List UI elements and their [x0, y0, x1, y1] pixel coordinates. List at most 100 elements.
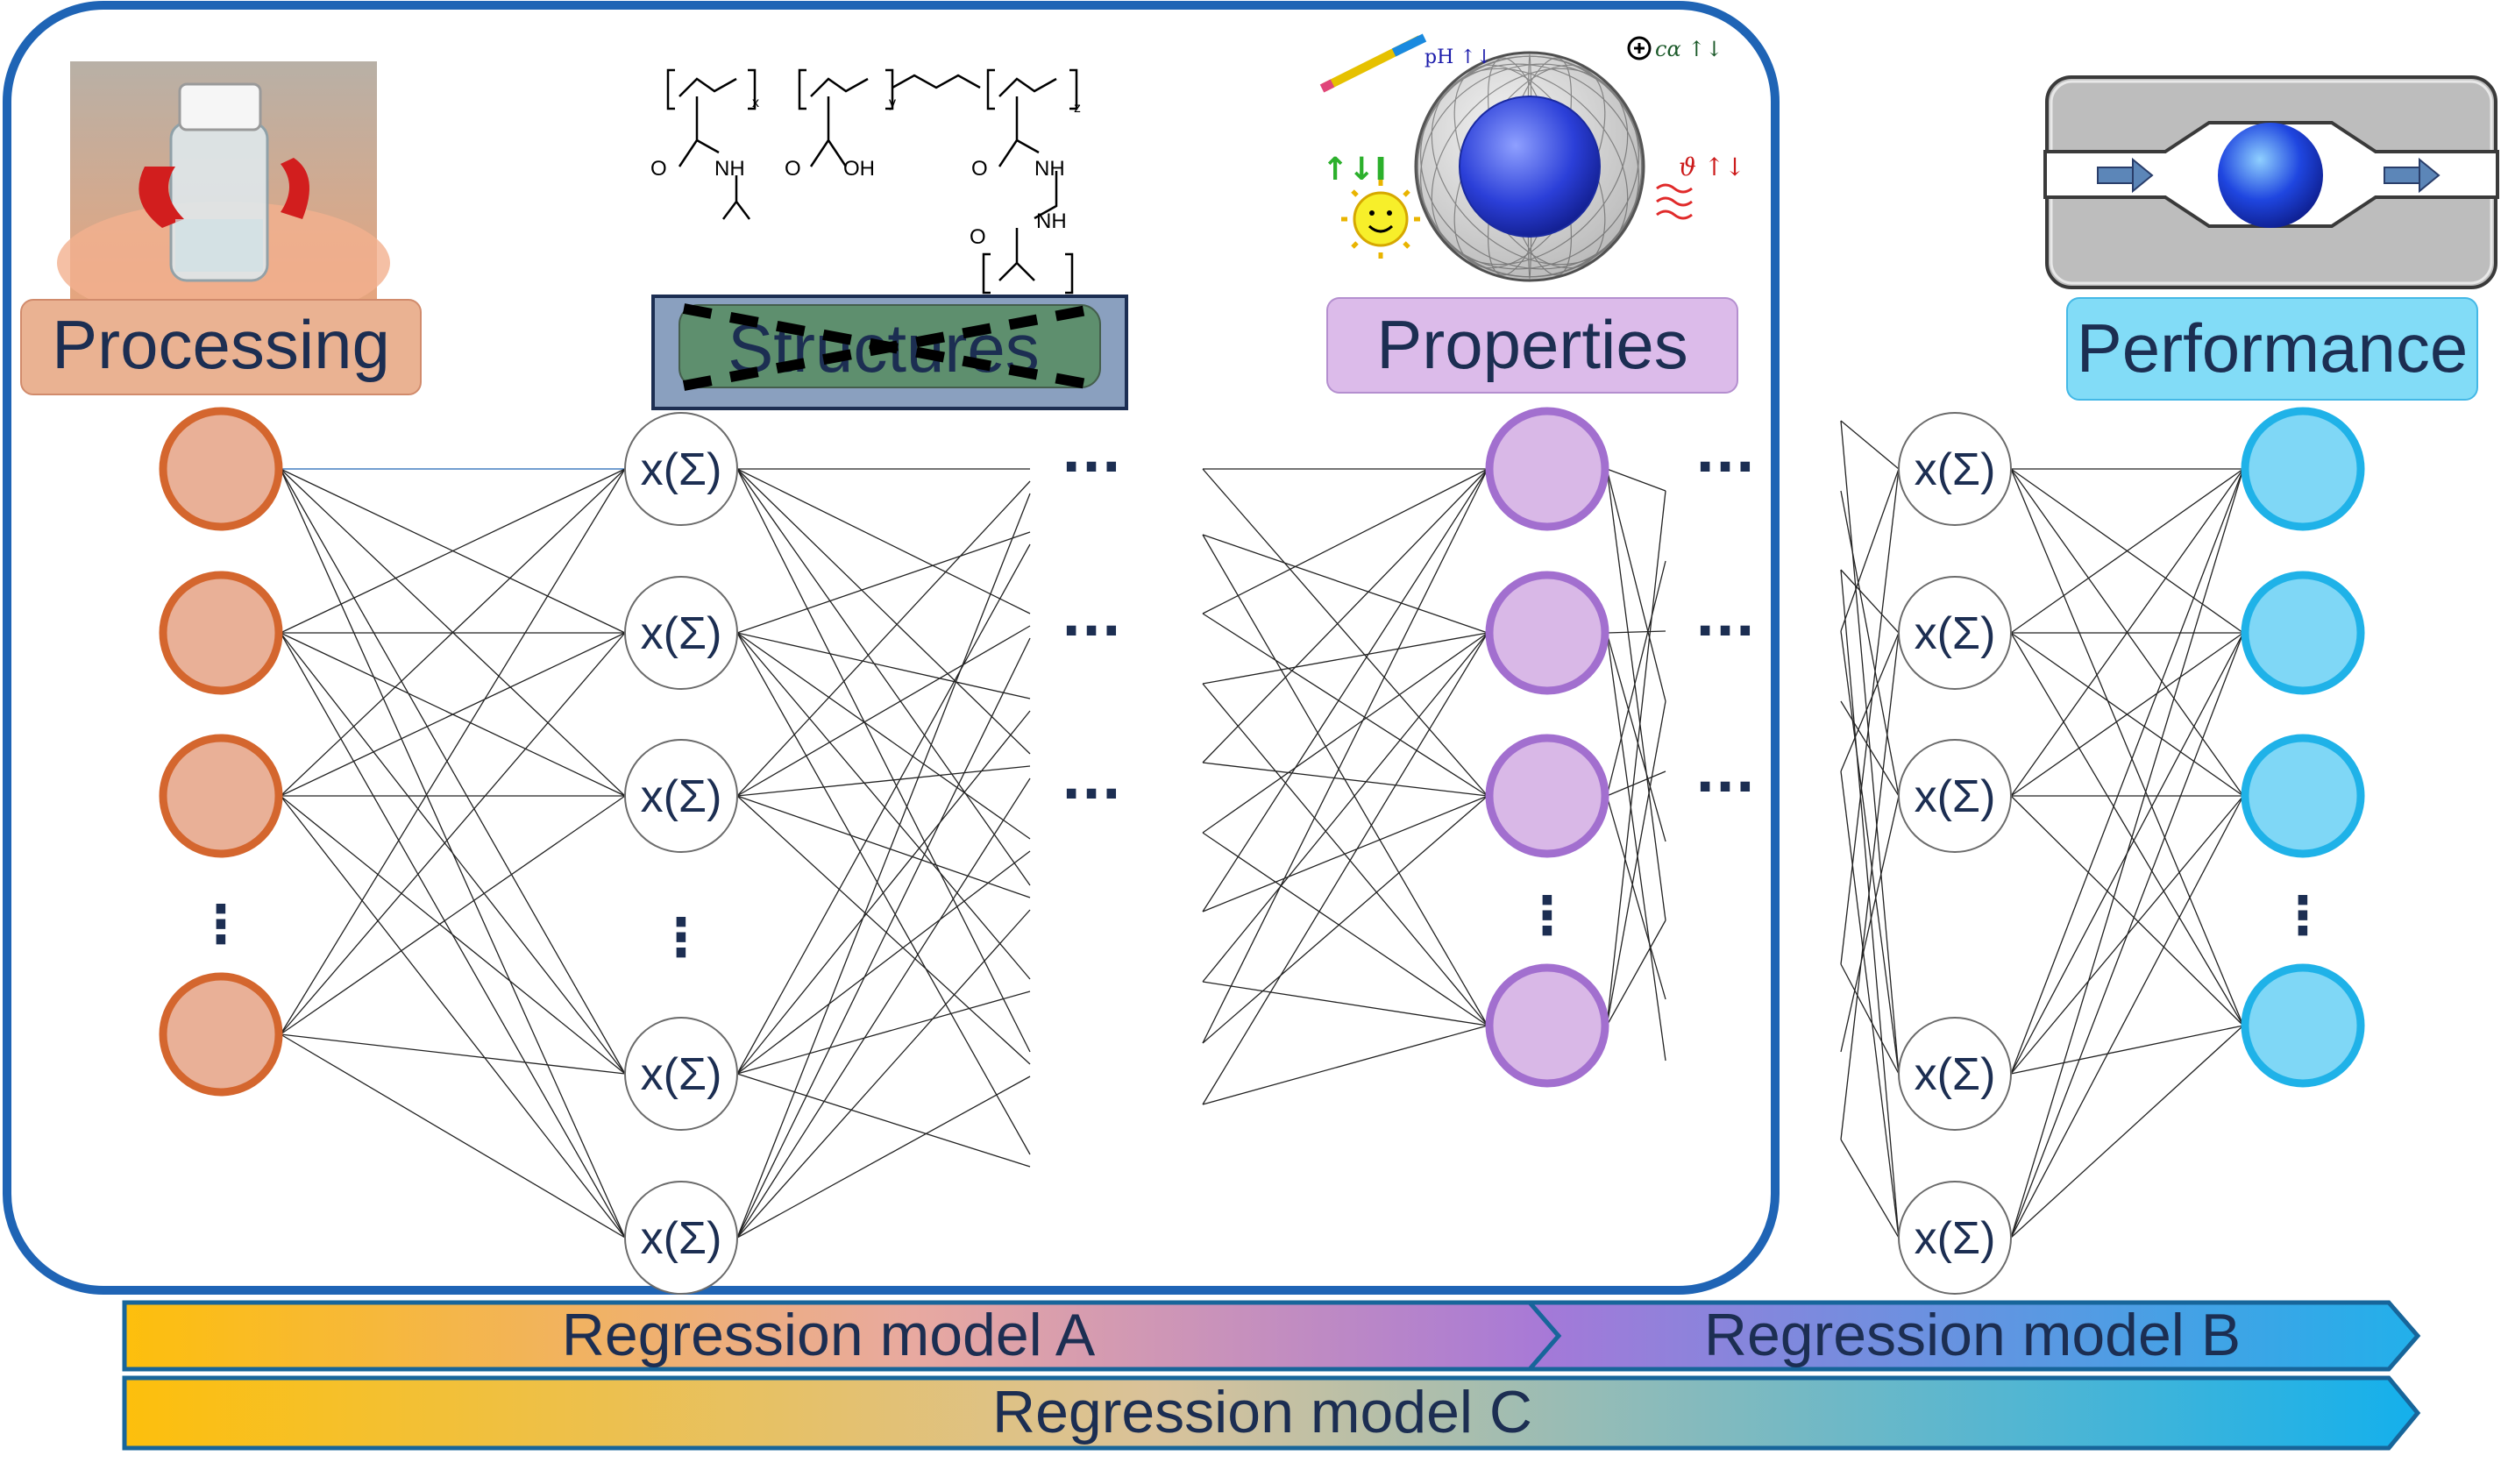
connection-line [1606, 795, 1666, 1000]
chem-o-2: O [785, 157, 801, 181]
connection-line [1202, 534, 1488, 1026]
connection-line [1202, 981, 1488, 1026]
connection-line [736, 991, 1031, 1075]
connection-line [1606, 700, 1666, 1026]
connection-line [2010, 468, 2244, 1075]
connection-line [736, 850, 1031, 1075]
chem-y: y [889, 96, 896, 110]
vertical-ellipsis: ⋮ [195, 894, 247, 955]
connection-line [736, 632, 1031, 840]
connection-line [1840, 420, 1900, 1075]
chem-o-4: O [970, 225, 986, 249]
connection-line [2010, 632, 2244, 1026]
horizontal-ellipsis: ··· [1062, 437, 1121, 498]
connection-line [280, 795, 626, 1239]
stage-performance-label: Performance [2077, 309, 2469, 387]
properties-node [1485, 734, 1609, 858]
connection-line [280, 795, 626, 1075]
connection-line [280, 468, 626, 1035]
processing-node [159, 734, 283, 858]
flow-arrow-icon [2384, 157, 2441, 194]
connection-line [1202, 468, 1488, 763]
hidden-node [1898, 412, 2012, 526]
connection-line [736, 795, 1031, 898]
regression-model-a-label: Regression model A [562, 1302, 1096, 1368]
performance-node [2241, 407, 2365, 531]
connection-line [1840, 468, 1900, 965]
connection-line [1606, 468, 1666, 702]
flow-arrow-icon [2097, 157, 2154, 194]
performance-node [2241, 963, 2365, 1088]
connection-line [1202, 832, 1488, 1026]
mesh-line [1431, 67, 1629, 266]
processing-photo [57, 61, 390, 324]
connection-line [1840, 770, 1900, 1239]
hidden-node-label: x(Σ) [1915, 608, 1996, 659]
connection-line [736, 632, 1031, 699]
hidden-node [624, 1181, 738, 1295]
connection-line [736, 480, 1031, 797]
connection-line [1840, 569, 1900, 634]
connection-line [736, 909, 1031, 1239]
connection-line [736, 531, 1031, 634]
processing-node [159, 972, 283, 1097]
hidden-node-label: x(Σ) [641, 444, 722, 495]
horizontal-ellipsis: ··· [1695, 756, 1755, 818]
connection-line [2010, 795, 2244, 1239]
regression-model-c: Regression model C [122, 1375, 2421, 1451]
model-frame [3, 1, 1780, 1295]
properties-node [1485, 407, 1609, 531]
connection-line [1840, 632, 1900, 1140]
hidden-node [1898, 1181, 2012, 1295]
light-label: ↑↓I [1322, 152, 1387, 188]
connection-line [1606, 630, 1666, 634]
connection-line [736, 543, 1031, 1075]
connection-line [1840, 1139, 1900, 1239]
sun-icon [1341, 180, 1420, 259]
connection-line [2010, 632, 2244, 797]
connection-line [1606, 632, 1666, 842]
connection-line [1202, 613, 1488, 797]
horizontal-ellipsis: ··· [1062, 763, 1121, 825]
connection-line [736, 710, 1031, 1075]
stage-structures: Structures [651, 295, 1128, 410]
connection-line [2010, 468, 2244, 1239]
connection-line [2010, 1025, 2244, 1075]
connection-line [1606, 920, 1666, 1026]
chem-z: z [1074, 101, 1081, 116]
hidden-node [1898, 1017, 2012, 1131]
mesh-line [1420, 63, 1639, 270]
connection-line [1202, 632, 1488, 834]
connection-line [1202, 468, 1488, 614]
connection-line [280, 632, 626, 797]
connection-line [2010, 468, 2244, 797]
connection-line [1202, 468, 1488, 1044]
connection-line [736, 632, 1031, 1155]
regression-model-c-label: Regression model C [992, 1379, 1532, 1445]
microgel-illustration: pH ↑↓ cα ↑↓ ↑↓I ϑ ↑↓ [1319, 33, 1745, 282]
performance-node [2241, 571, 2365, 695]
connection-line [2010, 468, 2244, 634]
hidden-node [1898, 739, 2012, 853]
chem-o-1: O [650, 157, 667, 181]
connection-line [1840, 963, 1900, 1075]
connection-line [1606, 560, 1666, 797]
ph-label: pH ↑↓ [1425, 46, 1492, 68]
connection-line [2010, 795, 2244, 1026]
network-connections [280, 420, 2244, 1239]
connection-line [280, 1033, 626, 1075]
horizontal-ellipsis: ··· [1695, 437, 1755, 498]
connection-line [280, 468, 626, 797]
horizontal-ellipsis: ··· [1062, 600, 1121, 662]
hidden-node [624, 412, 738, 526]
connection-line [280, 1033, 626, 1239]
connection-line [2010, 1025, 2244, 1239]
connection-line [2010, 468, 2244, 1026]
connection-line [1840, 795, 1900, 1053]
connection-line [1606, 468, 1666, 492]
connection-line [1202, 632, 1488, 685]
hidden-node-label: x(Σ) [1915, 1049, 1996, 1100]
hidden-node-label: x(Σ) [1915, 444, 1996, 495]
mesh-line [1417, 55, 1643, 278]
